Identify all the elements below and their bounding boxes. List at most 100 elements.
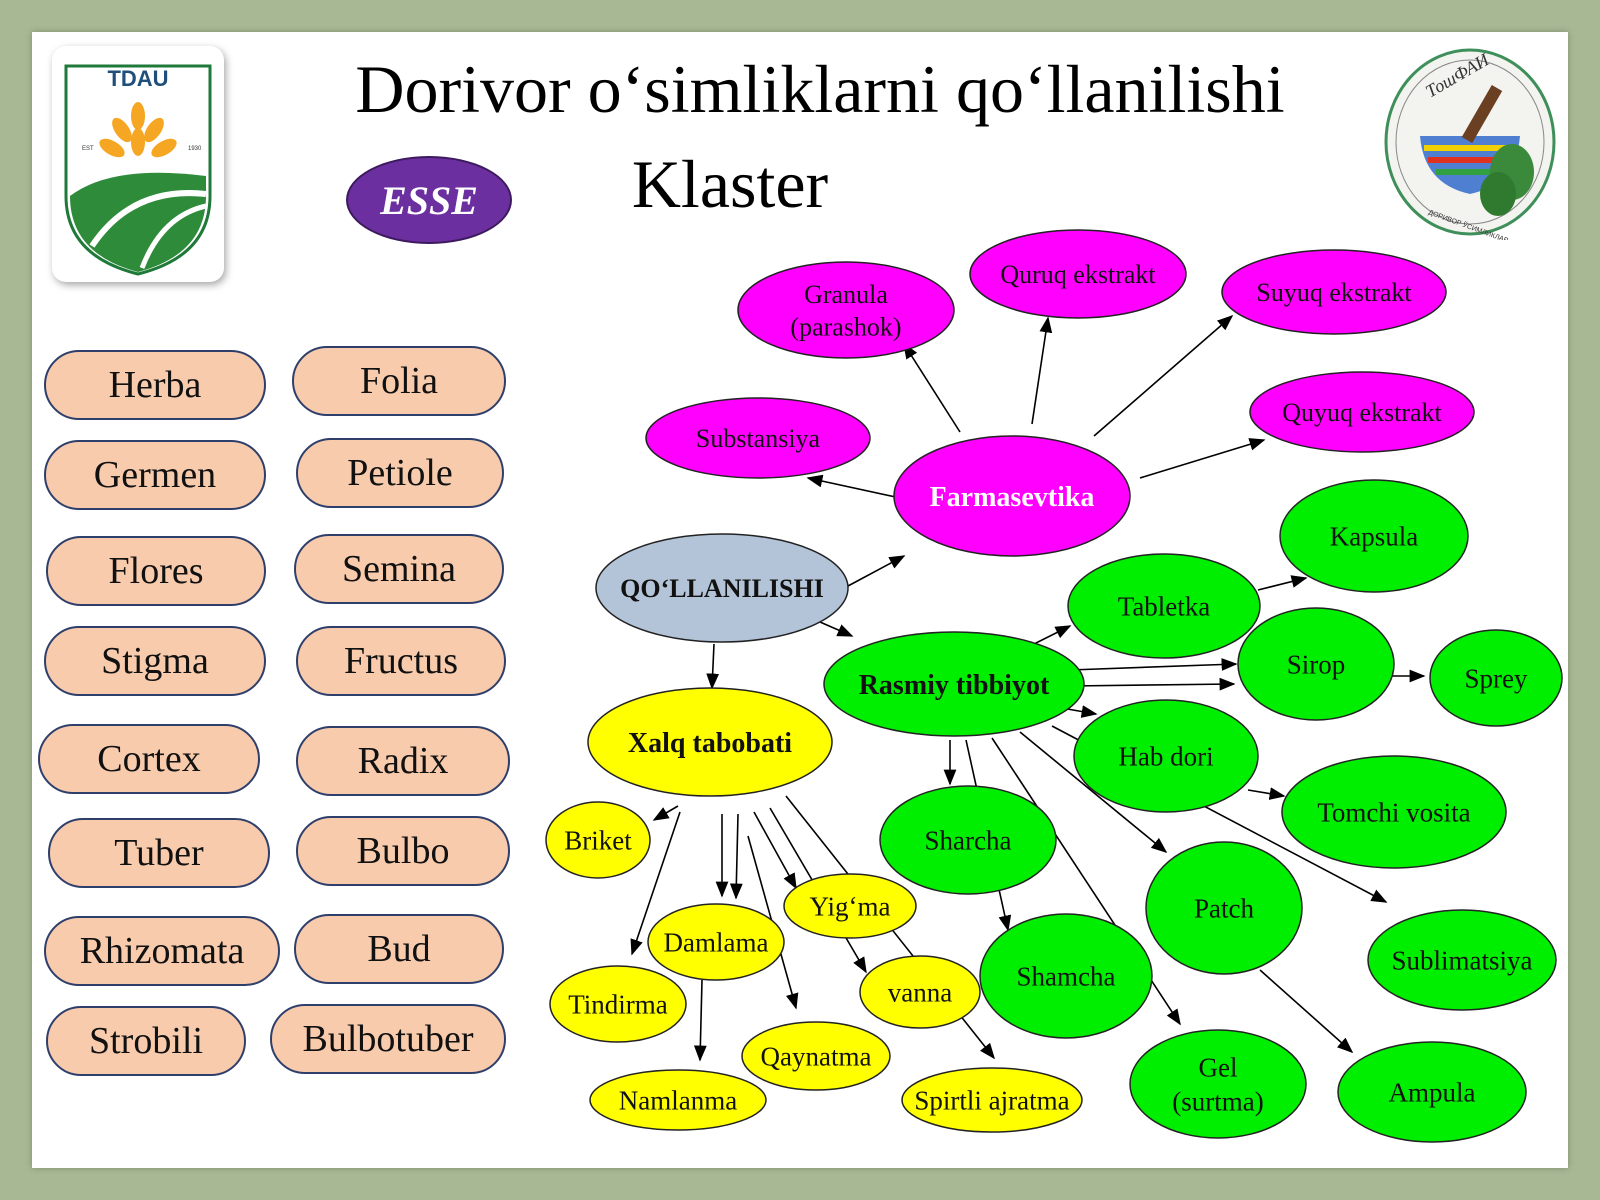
plant-part-pill: Cortex — [38, 724, 260, 794]
farmasevtika-child-node-label: Quruq ekstrakt — [1000, 260, 1156, 289]
xalq-tabobati-child-node-label: Spirtli ajratma — [914, 1085, 1069, 1115]
farmasevtika-child-node: Suyuq ekstrakt — [1221, 249, 1447, 335]
farmasevtika-child-node-label: (parashok) — [790, 312, 901, 341]
farmasevtika-node-label: Farmasevtika — [930, 482, 1095, 513]
plant-part-pill: Germen — [44, 440, 266, 510]
plant-part-pill: Flores — [46, 536, 266, 606]
cluster-arrow — [819, 621, 854, 637]
xalq-tabobati-child-node: Briket — [545, 801, 651, 879]
farmasevtika-child-node-label: Suyuq ekstrakt — [1256, 278, 1412, 307]
rasmiy-tibbiyot-child-node: Tomchi vosita — [1281, 755, 1507, 869]
cluster-arrow — [729, 813, 743, 900]
rasmiy-tibbiyot-child-node-label: Sirop — [1287, 649, 1346, 679]
plant-part-pill: Strobili — [46, 1006, 246, 1076]
rasmiy-tibbiyot-node: Rasmiy tibbiyot — [823, 631, 1085, 737]
farmasevtika-child-node-label: Quyuq ekstrakt — [1282, 398, 1442, 427]
rasmiy-tibbiyot-child-node: Ampula — [1337, 1041, 1527, 1143]
cluster-arrow — [1031, 316, 1053, 425]
rasmiy-tibbiyot-child-node: Tabletka — [1067, 553, 1261, 659]
rasmiy-tibbiyot-child-node: Hab dori — [1073, 699, 1259, 813]
xalq-tabobati-child-node: Tindirma — [549, 965, 687, 1043]
farmasevtika-child-node: Quyuq ekstrakt — [1249, 371, 1475, 453]
rasmiy-tibbiyot-child-node: Sirop — [1237, 607, 1395, 721]
rasmiy-tibbiyot-child-node-label: Hab dori — [1118, 741, 1213, 771]
xalq-tabobati-child-node: Namlanma — [589, 1069, 767, 1131]
cluster-arrow — [652, 805, 679, 821]
rasmiy-tibbiyot-child-node-label: Kapsula — [1330, 521, 1418, 551]
cluster-arrow — [903, 342, 961, 433]
center-node-label: QO‘LLANILISHI — [620, 574, 824, 603]
farmasevtika-child-node-label: Substansiya — [696, 424, 821, 453]
page-title: Dorivor o‘simliklarni qo‘llanilishi — [355, 51, 1285, 127]
cluster-arrow — [1033, 625, 1072, 645]
cluster-arrow — [753, 811, 797, 890]
tashfai-seal-logo: ТошФАИ ДОРИВОР ЎСИМЛИКЛАР — [1380, 44, 1560, 245]
farmasevtika-node: Farmasevtika — [893, 435, 1131, 557]
farmasevtika-child-node: Substansiya — [645, 397, 871, 479]
rasmiy-tibbiyot-child-node-label: Tomchi vosita — [1317, 797, 1470, 827]
center-node: QO‘LLANILISHI — [595, 533, 849, 643]
cluster-arrow — [1259, 969, 1354, 1054]
plant-part-pill: Fructus — [296, 626, 506, 696]
cluster-arrow — [630, 811, 681, 956]
plant-part-pill: Stigma — [44, 626, 266, 696]
rasmiy-tibbiyot-child-node-label: Ampula — [1389, 1077, 1476, 1107]
rasmiy-tibbiyot-child-node: Patch — [1145, 841, 1303, 975]
rasmiy-tibbiyot-child-node: Sharcha — [879, 785, 1057, 895]
plant-part-pill: Radix — [296, 726, 510, 796]
plant-part-pill: Bulbo — [296, 816, 510, 886]
rasmiy-tibbiyot-child-node: Sprey — [1429, 629, 1563, 727]
plant-part-pill: Bud — [294, 914, 504, 984]
plant-part-pill: Bulbotuber — [270, 1004, 506, 1074]
xalq-tabobati-child-node: Spirtli ajratma — [901, 1067, 1083, 1133]
plant-part-pill: Petiole — [296, 438, 504, 508]
rasmiy-tibbiyot-child-node-label: Sprey — [1465, 663, 1528, 693]
rasmiy-tibbiyot-child-node: Kapsula — [1279, 479, 1469, 593]
rasmiy-tibbiyot-child-node-label: Tabletka — [1118, 591, 1211, 621]
rasmiy-tibbiyot-node-label: Rasmiy tibbiyot — [859, 670, 1050, 701]
cluster-arrow — [1093, 314, 1234, 437]
xalq-tabobati-child-node-label: Damlama — [664, 927, 769, 957]
cluster-arrow — [1019, 731, 1168, 854]
cluster-arrow — [806, 474, 901, 499]
xalq-tabobati-child-node: Qaynatma — [741, 1021, 891, 1091]
tdau-logo-text: TDAU — [107, 66, 168, 91]
rasmiy-tibbiyot-child-node: Shamcha — [979, 913, 1153, 1039]
rasmiy-tibbiyot-child-node-label: Gel — [1199, 1053, 1238, 1083]
xalq-tabobati-child-node-label: Namlanma — [619, 1085, 737, 1115]
cluster-arrow — [1257, 575, 1308, 591]
cluster-arrow — [706, 643, 720, 690]
xalq-tabobati-node-label: Xalq tabobati — [628, 728, 792, 759]
farmasevtika-child-node: Quruq ekstrakt — [969, 229, 1187, 319]
xalq-tabobati-child-node-label: Yig‘ma — [810, 891, 891, 921]
rasmiy-tibbiyot-child-node-label: (surtma) — [1172, 1086, 1263, 1116]
rasmiy-tibbiyot-child-node: Gel(surtma) — [1129, 1029, 1307, 1139]
rasmiy-tibbiyot-child-node-label: Sublimatsiya — [1392, 945, 1533, 975]
svg-text:1930: 1930 — [188, 146, 202, 152]
esse-badge: ESSE — [346, 156, 512, 244]
xalq-tabobati-node: Xalq tabobati — [587, 687, 833, 797]
page-subtitle: Klaster — [631, 146, 829, 222]
xalq-tabobati-child-node-label: Tindirma — [568, 989, 668, 1019]
xalq-tabobati-child-node-label: vanna — [888, 977, 952, 1007]
cluster-arrow — [1247, 787, 1286, 800]
rasmiy-tibbiyot-child-node-label: Shamcha — [1017, 961, 1116, 991]
cluster-arrow — [1069, 658, 1238, 671]
tdau-logo: TDAU EST 1930 — [52, 46, 224, 282]
plant-part-pill: Herba — [44, 350, 266, 420]
plant-part-pill: Semina — [294, 534, 504, 604]
xalq-tabobati-child-node-label: Briket — [564, 825, 632, 855]
plant-part-pill: Tuber — [48, 818, 270, 888]
xalq-tabobati-child-node: Damlama — [647, 903, 785, 981]
rasmiy-tibbiyot-child-node: Sublimatsiya — [1367, 909, 1557, 1011]
farmasevtika-child-node: Granula(parashok) — [737, 261, 955, 359]
xalq-tabobati-child-node: vanna — [859, 955, 981, 1029]
cluster-arrow — [1069, 677, 1236, 691]
xalq-tabobati-child-node-label: Qaynatma — [761, 1041, 872, 1071]
cluster-nodes: QO‘LLANILISHI Farmasevtika Granula(parasho… — [545, 229, 1563, 1143]
cluster-arrow — [1139, 438, 1266, 479]
cluster-arrow — [847, 555, 906, 587]
plant-part-pill: Rhizomata — [44, 916, 280, 986]
plant-part-pill: Folia — [292, 346, 506, 416]
